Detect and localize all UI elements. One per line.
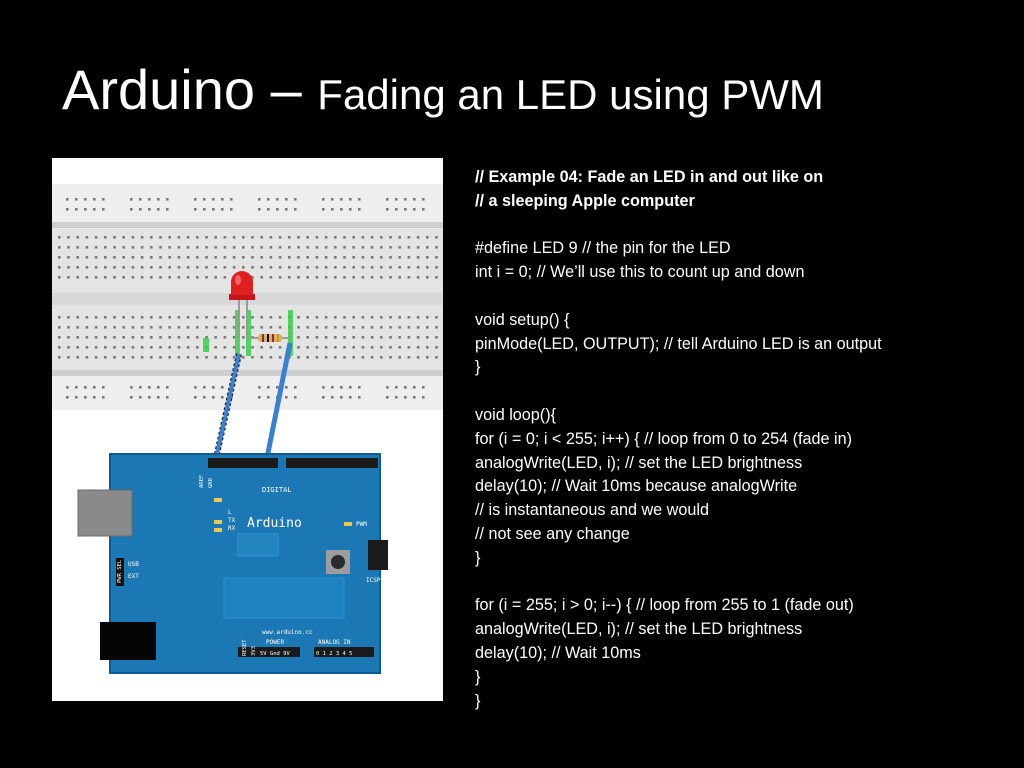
- code-line: pinMode(LED, OUTPUT); // tell Arduino LE…: [475, 334, 882, 353]
- wires: [212, 342, 293, 464]
- highlighted-columns: [203, 310, 293, 356]
- code-line: #define LED 9 // the pin for the LED: [475, 239, 731, 258]
- code-line: void loop(){: [475, 405, 556, 424]
- board-brand: Arduino: [247, 516, 302, 531]
- code-line: // not see any change: [475, 524, 630, 543]
- code-line: }: [475, 548, 481, 567]
- resistor: [250, 334, 290, 342]
- title-dash: –: [255, 58, 318, 121]
- code-line: [475, 380, 1005, 404]
- circuit-figure: Arduino DIGITAL www.arduino.cc POWER ANA…: [52, 158, 443, 701]
- code-line: }: [475, 667, 481, 686]
- slide-title: Arduino – Fading an LED using PWM: [62, 62, 824, 118]
- code-line: delay(10); // Wait 10ms: [475, 643, 641, 662]
- title-subtitle: Fading an LED using PWM: [317, 71, 824, 118]
- board-icsp-label: ICSP: [366, 577, 381, 584]
- code-listing: // Example 04: Fade an LED in and out li…: [475, 166, 1005, 713]
- board-rx-label: RX: [228, 525, 236, 532]
- code-line: for (i = 0; i < 255; i++) { // loop from…: [475, 429, 853, 448]
- power-jack: [100, 622, 156, 660]
- code-line: // is instantaneous and we would: [475, 501, 709, 520]
- code-line: }: [475, 691, 481, 710]
- code-line: analogWrite(LED, i); // set the LED brig…: [475, 453, 803, 472]
- usb-connector: [78, 490, 132, 536]
- arduino-board: Arduino DIGITAL www.arduino.cc POWER ANA…: [77, 453, 388, 674]
- code-line: // a sleeping Apple computer: [475, 191, 695, 210]
- board-pwr-sel-label: PWR SEL: [117, 559, 123, 583]
- board-3v3-label: 3V3: [251, 646, 257, 656]
- code-line: analogWrite(LED, i); // set the LED brig…: [475, 620, 803, 639]
- board-analog-pins: 0 1 2 3 4 5: [316, 651, 352, 657]
- title-main: Arduino: [62, 58, 256, 121]
- board-pwm-label: PWM: [356, 521, 367, 528]
- board-reset-label: RESET: [242, 639, 248, 656]
- code-line: delay(10); // Wait 10ms because analogWr…: [475, 477, 798, 496]
- code-line: for (i = 255; i > 0; i--) { // loop from…: [475, 596, 854, 615]
- led: [229, 271, 255, 338]
- board-power-pins: 5V Gnd 9V: [260, 651, 290, 657]
- code-line: void setup() {: [475, 310, 570, 329]
- board-usb-label: USB: [128, 561, 139, 568]
- board-aref-label: AREF: [199, 475, 205, 488]
- code-line: [475, 285, 1005, 309]
- board-tx-label: TX: [228, 517, 236, 524]
- board-gnd-label: GND: [208, 478, 214, 488]
- board-power-label: POWER: [266, 639, 284, 646]
- code-line: [475, 571, 1005, 595]
- code-line: [475, 214, 1005, 238]
- code-line: // Example 04: Fade an LED in and out li…: [475, 168, 824, 186]
- board-url: www.arduino.cc: [262, 629, 313, 636]
- code-line: int i = 0; // We’ll use this to count up…: [475, 263, 805, 282]
- code-line: }: [475, 358, 481, 377]
- board-digital-label: DIGITAL: [262, 486, 292, 494]
- board-analog-label: ANALOG IN: [318, 639, 351, 646]
- board-l-label: L: [228, 509, 232, 516]
- circuit-illustration: Arduino DIGITAL www.arduino.cc POWER ANA…: [52, 184, 443, 674]
- board-ext-label: EXT: [128, 573, 139, 580]
- microcontroller-chip: [223, 577, 345, 619]
